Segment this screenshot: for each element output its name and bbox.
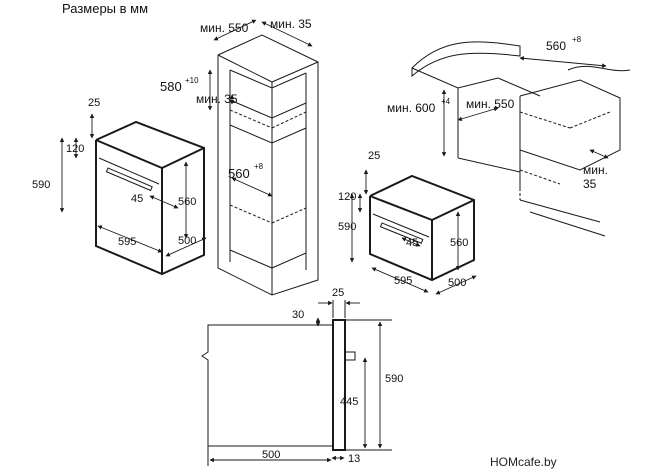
oven-right-door-offset: 45 [406, 237, 418, 249]
oven-left-top-offset: 25 [88, 97, 100, 109]
oven-right-width: 595 [394, 275, 412, 287]
oven-right-front-height: 120 [338, 191, 356, 203]
under-counter-min-height: мин. 600 [387, 101, 436, 115]
under-counter-niche: 560 +8 мин. 600 +4 мин. 550 мин. 35 [387, 35, 631, 237]
oven-right-total-height: 590 [338, 221, 356, 233]
cabinet-niche-height-tolerance: +10 [185, 76, 199, 85]
under-counter-min-gap-value: 35 [583, 177, 597, 191]
oven-side-view: 25 30 590 445 500 13 [201, 287, 403, 466]
cabinet-niche-width-tolerance: +8 [254, 162, 264, 171]
side-bottom-offset: 13 [348, 453, 360, 465]
cabinet-niche-width-label: 560 [228, 166, 250, 181]
oven-left-body-height: 560 [178, 196, 196, 208]
cabinet-min-back-gap-label: мин. 35 [270, 17, 312, 31]
oven-left-door-offset: 45 [131, 193, 143, 205]
side-handle-height: 445 [340, 396, 358, 408]
under-counter-niche-width: 560 [546, 39, 566, 53]
under-counter-min-gap-label: мин. [583, 163, 608, 177]
side-depth: 500 [262, 449, 280, 461]
cabinet-min-depth-label: мин. 550 [200, 21, 249, 35]
oven-left: 25 120 590 45 560 595 500 [32, 97, 207, 276]
side-height: 590 [385, 373, 403, 385]
under-counter-min-height-tolerance: +4 [441, 97, 451, 106]
oven-right-depth: 500 [448, 277, 466, 289]
under-counter-niche-width-tolerance: +8 [572, 35, 582, 44]
cabinet-min-top-gap-label: мин. 35 [196, 92, 238, 106]
side-front-thickness: 25 [332, 287, 344, 299]
oven-left-depth: 500 [178, 235, 196, 247]
diagram-title: Размеры в мм [62, 1, 148, 16]
tall-cabinet: мин. 550 мин. 35 580 +10 мин. 35 560 +8 [160, 17, 319, 296]
oven-left-width: 595 [118, 236, 136, 248]
under-counter-min-depth: мин. 550 [466, 97, 515, 111]
cabinet-niche-height-label: 580 [160, 79, 182, 94]
oven-left-front-height: 120 [66, 143, 84, 155]
watermark-text: HOMcafe.by [490, 455, 557, 469]
oven-right: 25 120 590 45 560 595 500 [338, 150, 477, 295]
side-panel-offset: 30 [292, 309, 304, 321]
oven-left-total-height: 590 [32, 179, 50, 191]
oven-right-top-offset: 25 [368, 150, 380, 162]
oven-right-body-height: 560 [450, 237, 468, 249]
